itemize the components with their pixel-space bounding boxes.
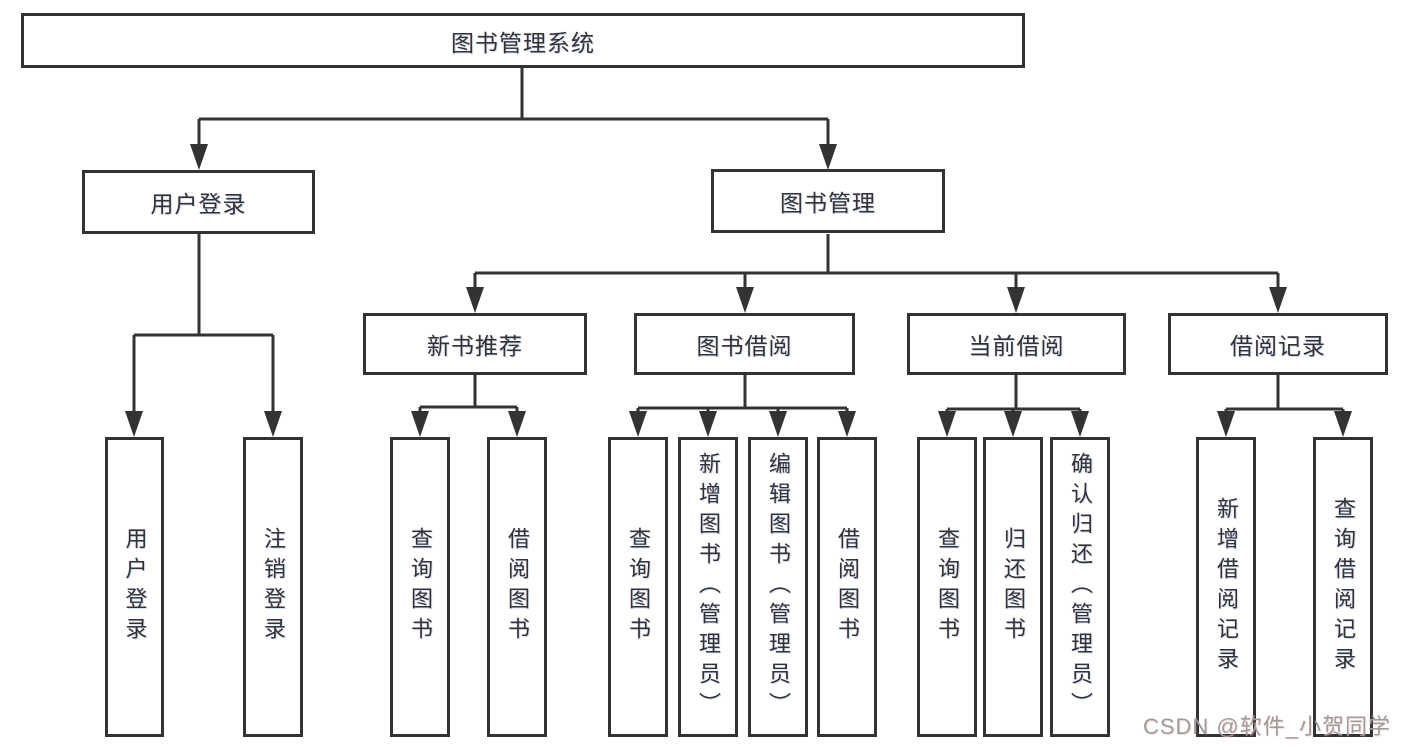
- connector-borrow-records-to-leaves: [1217, 375, 1352, 437]
- node-book-mgmt-branch-label: 图书管理: [780, 190, 876, 216]
- leaf-bb-edit-books: 编辑图书（管理员）: [748, 437, 808, 737]
- leaf-cb-return-books-label: 归还图书: [1001, 527, 1026, 647]
- node-user-login-branch-label: 用户登录: [150, 191, 247, 217]
- leaf-bb-add-books-label: 新增图书（管理员）: [696, 452, 721, 722]
- leaf-cb-confirm-return-label: 确认归还（管理员）: [1068, 452, 1093, 722]
- connector-book-borrow-to-leaves: [629, 375, 856, 437]
- leaf-rec-query-books: 查询图书: [390, 437, 450, 737]
- leaf-br-query-record-label: 查询借阅记录: [1331, 497, 1356, 677]
- leaf-cb-return-books: 归还图书: [983, 437, 1043, 737]
- connector-book-mgmt-to-level2: [466, 234, 1287, 313]
- leaf-logout: 注销登录: [243, 437, 303, 737]
- leaf-rec-borrow-books-label: 借阅图书: [505, 527, 530, 647]
- leaf-user-login: 用户登录: [105, 437, 164, 737]
- connector-user-login-to-leaves: [125, 234, 282, 437]
- leaf-br-add-record-label: 新增借阅记录: [1214, 497, 1239, 677]
- leaf-cb-query-books: 查询图书: [917, 437, 977, 737]
- leaf-br-query-record: 查询借阅记录: [1313, 437, 1373, 737]
- leaf-bb-query-books: 查询图书: [608, 437, 668, 737]
- leaf-rec-query-books-label: 查询图书: [408, 527, 433, 647]
- leaf-cb-query-books-label: 查询图书: [935, 527, 960, 647]
- csdn-watermark: CSDN @软件_小贺同学: [1142, 714, 1391, 739]
- leaf-user-login-label: 用户登录: [122, 527, 148, 647]
- leaf-cb-confirm-return: 确认归还（管理员）: [1050, 437, 1110, 737]
- node-current-borrow-label: 当前借阅: [968, 333, 1065, 359]
- leaf-br-add-record: 新增借阅记录: [1196, 437, 1256, 737]
- leaf-logout-label: 注销登录: [261, 527, 286, 647]
- node-current-borrow: 当前借阅: [907, 313, 1126, 375]
- leaf-bb-add-books: 新增图书（管理员）: [678, 437, 738, 737]
- leaf-bb-borrow-books-label: 借阅图书: [835, 527, 860, 647]
- node-new-book-rec: 新书推荐: [363, 313, 587, 375]
- node-root-label: 图书管理系统: [451, 29, 595, 56]
- leaf-bb-edit-books-label: 编辑图书（管理员）: [766, 452, 791, 722]
- node-user-login-branch: 用户登录: [82, 170, 315, 234]
- leaf-rec-borrow-books: 借阅图书: [487, 437, 547, 737]
- node-root-system: 图书管理系统: [21, 13, 1025, 68]
- node-book-borrow-label: 图书借阅: [696, 333, 793, 359]
- connector-new-book-rec-to-leaves: [411, 375, 526, 437]
- node-borrow-records-label: 借阅记录: [1230, 333, 1326, 359]
- node-borrow-records: 借阅记录: [1168, 313, 1388, 375]
- leaf-bb-query-books-label: 查询图书: [626, 527, 651, 647]
- connector-root-to-level1: [190, 68, 837, 170]
- node-book-borrow: 图书借阅: [634, 313, 855, 375]
- node-book-mgmt-branch: 图书管理: [711, 169, 945, 233]
- leaf-bb-borrow-books: 借阅图书: [817, 437, 877, 737]
- node-new-book-rec-label: 新书推荐: [427, 333, 523, 359]
- connector-current-borrow-to-leaves: [938, 375, 1089, 437]
